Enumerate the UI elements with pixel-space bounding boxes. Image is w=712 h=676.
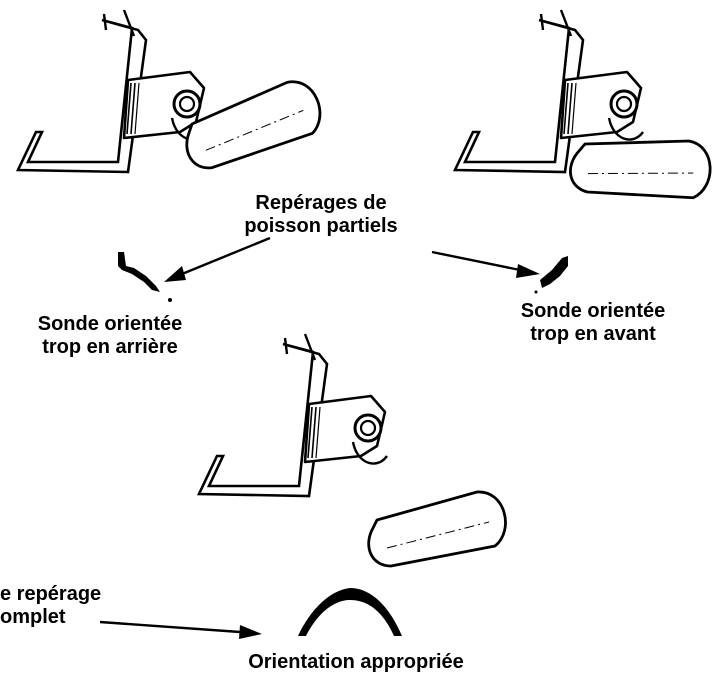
transducer-assembly-back: [16, 8, 328, 174]
label-aimed-forward: Sonde orientée trop en avant: [520, 300, 666, 345]
arrow-to-complete-arch: [99, 620, 262, 639]
label-proper-orientation: Orientation appropriée: [248, 651, 464, 673]
label-aimed-back: Sonde orientée trop en arrière: [37, 313, 183, 358]
partial-arch-forward-icon: [534, 256, 568, 294]
partial-arch-back-icon: [118, 252, 172, 302]
transducer-assembly-proper: [197, 332, 507, 568]
arrow-to-back-arch: [164, 236, 271, 282]
complete-arch-icon: [298, 588, 402, 636]
label-partial-arches: Repérages de poisson partiels: [244, 192, 398, 237]
arrow-to-forward-arch: [431, 250, 540, 278]
transducer-assembly-forward: [453, 8, 712, 222]
label-complete-arch: e repérage omplet: [0, 583, 102, 628]
